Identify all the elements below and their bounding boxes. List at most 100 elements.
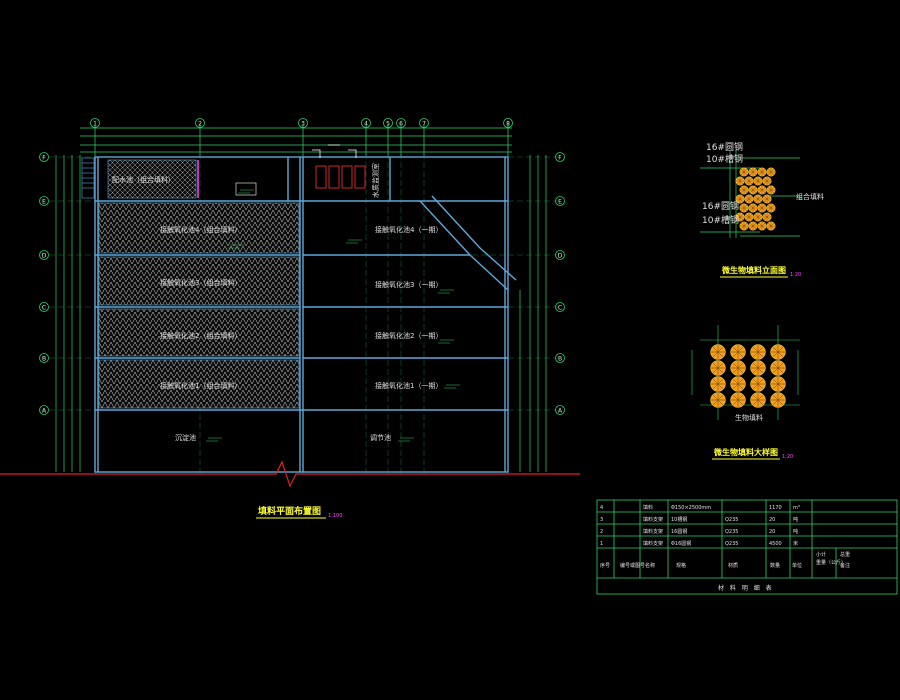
table-cell: 20 [769,529,775,535]
table-cell: 20 [769,517,775,523]
filler-ball [748,221,758,231]
filler-ball [753,212,763,222]
plan-detail-scale: 1:20 [782,454,793,460]
filler-ball [735,176,745,186]
filler-ball [750,344,766,360]
filler-ball [739,203,749,213]
filler-ball [744,176,754,186]
filler-ball [766,167,776,177]
table-cell: m³ [793,505,800,511]
filler-ball [750,360,766,376]
stair-detail [81,157,95,199]
filler-ball [739,167,749,177]
material-table-weight-note: 总重 [840,551,850,558]
table-cell: Φ150×2500mm [671,505,711,511]
filler-ball [757,185,767,195]
filler-ball [762,212,772,222]
row-bubble-A-left: A [39,405,49,415]
left-tank-1-label: 接触氧化池1（组合填料） [160,381,241,390]
table-header-cell: 数量 [770,562,780,569]
top-dimension-lines [80,124,512,156]
left-tank-3-label: 接触氧化池3（组合填料） [160,278,241,287]
bottom-left-label: 沉淀池 [175,433,196,442]
elevation-filler-balls [735,167,776,231]
left-dimension-lines [55,155,81,472]
filler-ball [770,360,786,376]
filler-ball [735,212,745,222]
material-table-unit-note: 小计 [816,551,826,558]
filler-ball [750,376,766,392]
elevation-label-3: 16#圆钢 [702,200,739,212]
table-cell: 填料支架 [643,516,663,523]
table-cell: 3 [600,517,603,523]
table-header-cell: 编号或图号 [620,562,645,569]
row-bubble-label: F [42,155,46,162]
filler-ball [744,212,754,222]
plan-filler-balls [710,344,786,408]
row-bubble-B-right: B [555,353,565,363]
table-cell: 吨 [793,528,798,535]
detail-plan: 生物填料 微生物填料大样图 1:20 [691,325,800,460]
plan-detail-note: 生物填料 [735,413,763,422]
row-bubble-E-left: E [39,196,49,206]
elevation-label-1: 16#圆钢 [706,141,743,153]
table-cell: 4 [600,505,603,511]
table-header-cell: 材质 [728,562,738,569]
row-bubble-B-left: B [39,353,49,363]
table-header-cell: 备注 [840,562,850,569]
right-tank-3-label: 接触氧化池3（一期） [375,280,442,289]
filler-ball [748,203,758,213]
plan-labels: 配水池（组合填料） 接触氧化池4（组合填料） 接触氧化池3（组合填料） 接触氧化… [112,163,442,442]
filler-ball [748,167,758,177]
filler-ball [710,376,726,392]
elevation-note: 组合填料 [796,192,824,201]
bottom-right-label: 调节池 [370,433,391,442]
ground-line [0,460,580,488]
left-tank-4-label: 接触氧化池4（组合填料） [160,225,241,234]
filler-ball [753,194,763,204]
right-dimension-lines [519,155,547,472]
filler-ball [730,376,746,392]
table-cell: 填料支架 [643,528,663,535]
table-cell: 4500 [769,541,782,547]
filler-ball [750,392,766,408]
filler-ball [710,344,726,360]
filler-ball [710,392,726,408]
elevation-title: 微生物填料立面图 [721,265,786,275]
table-header-cell: 单位 [792,562,802,569]
filler-ball [730,344,746,360]
top-room-label: 配水池（组合填料） [112,175,175,184]
material-table-title: 材 料 明 细 表 [718,584,774,592]
table-cell: 1170 [769,505,782,511]
row-bubble-label: B [558,356,562,363]
row-bubble-C-right: C [555,302,565,312]
filler-ball [757,167,767,177]
filler-ball [770,344,786,360]
filler-ball [710,360,726,376]
row-bubble-F-right: F [555,152,565,162]
table-cell: Q235 [725,529,738,535]
row-bubble-D-right: D [555,250,565,260]
row-bubble-label: E [558,199,562,206]
table-header-cell: 名称 [645,562,655,569]
table-cell: 米 [793,540,798,547]
row-bubble-label: E [42,199,46,206]
plan-title: 填料平面布置图 [258,505,321,517]
filler-ball [748,185,758,195]
table-cell: 吨 [793,516,798,523]
row-bubble-label: C [558,305,562,312]
filler-ball [730,360,746,376]
table-header-cell: 序号 [600,562,610,569]
row-bubble-E-right: E [555,196,565,206]
material-table [596,499,898,595]
table-cell: Q235 [725,517,738,523]
row-bubble-label: D [42,253,47,260]
filler-ball [762,194,772,204]
right-tank-2-label: 接触氧化池2（一期） [375,331,442,340]
table-cell: 1 [600,541,603,547]
filler-ball [766,203,776,213]
table-cell: Q235 [725,541,738,547]
